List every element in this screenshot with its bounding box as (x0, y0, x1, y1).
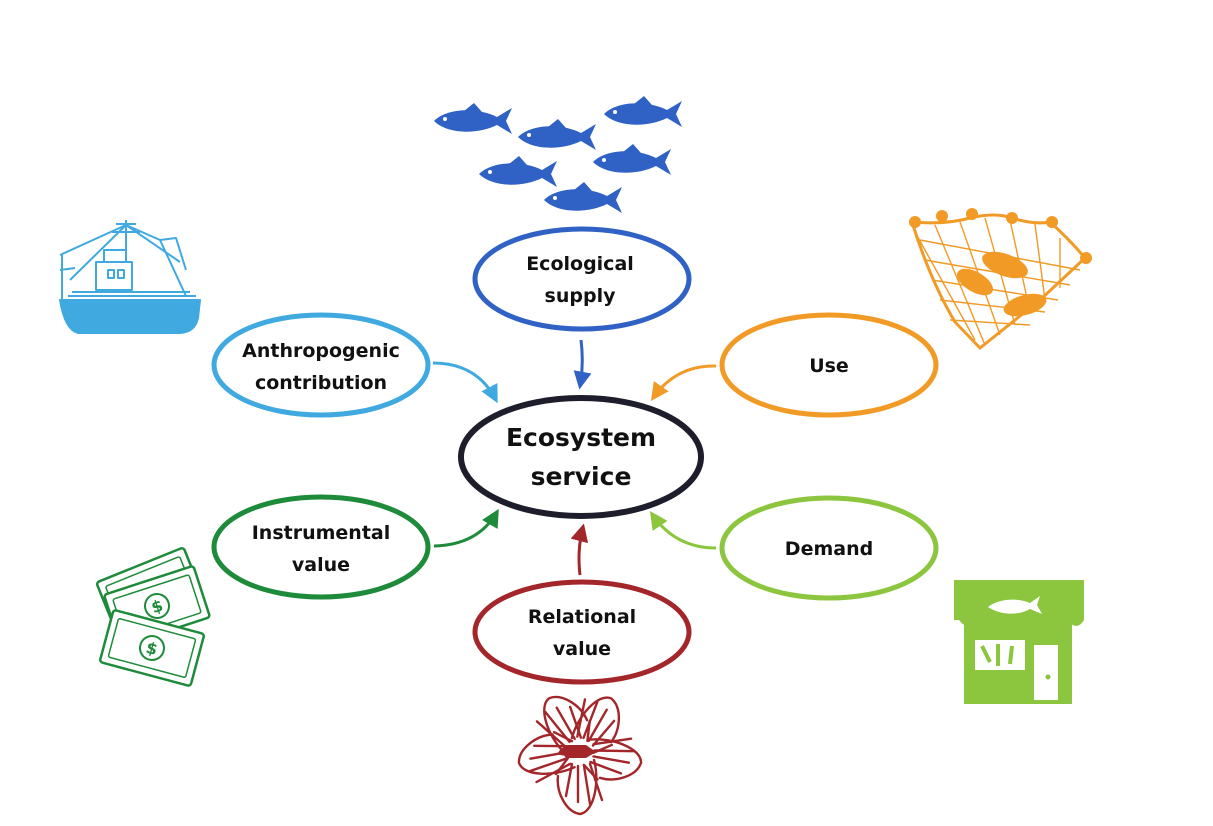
relational-value-label-line1: Relational (528, 606, 636, 628)
demand-label: Demand (785, 538, 873, 560)
instrumental-value-label-line2: value (292, 554, 350, 576)
ecological-supply-label-line2: supply (545, 285, 617, 307)
instrumental-value-label-line1: Instrumental (252, 522, 391, 544)
ecological-supply-label-line1: Ecological (526, 253, 634, 275)
relational-value-label-line2: value (553, 638, 611, 660)
arrow-ecological-supply (573, 339, 592, 390)
arrow-use (650, 364, 717, 401)
node-instrumental-value: Instrumental value (211, 494, 431, 600)
anthropogenic-contribution-label-line2: contribution (255, 372, 387, 394)
arrow-demand (649, 511, 717, 550)
node-relational-value: Relational value (472, 579, 692, 685)
anthropogenic-contribution-label-line1: Anthropogenic (242, 340, 400, 362)
arrow-anthropogenic-contribution (432, 361, 498, 404)
fishing-boat-icon (59, 220, 201, 334)
money-bills-icon: $ $ (95, 547, 211, 687)
node-ecological-supply: Ecological supply (472, 226, 692, 332)
node-ecosystem-service: Ecosystem service (458, 395, 704, 519)
fish-market-icon (954, 580, 1084, 704)
svg-text:$: $ (149, 596, 165, 618)
ecosystem-service-label-line2: service (531, 462, 632, 491)
fishing-net-icon (909, 208, 1092, 351)
node-demand: Demand (719, 495, 939, 601)
use-label: Use (809, 355, 849, 377)
fish-school-icon (434, 96, 682, 213)
node-anthropogenic-contribution: Anthropogenic contribution (211, 312, 431, 418)
arrow-instrumental-value (433, 508, 499, 548)
hands-sharing-fish-icon (517, 695, 643, 816)
ecosystem-service-label-line1: Ecosystem (506, 423, 656, 452)
svg-text:$: $ (144, 638, 160, 659)
arrow-relational-value (570, 523, 589, 576)
node-use: Use (719, 312, 939, 418)
